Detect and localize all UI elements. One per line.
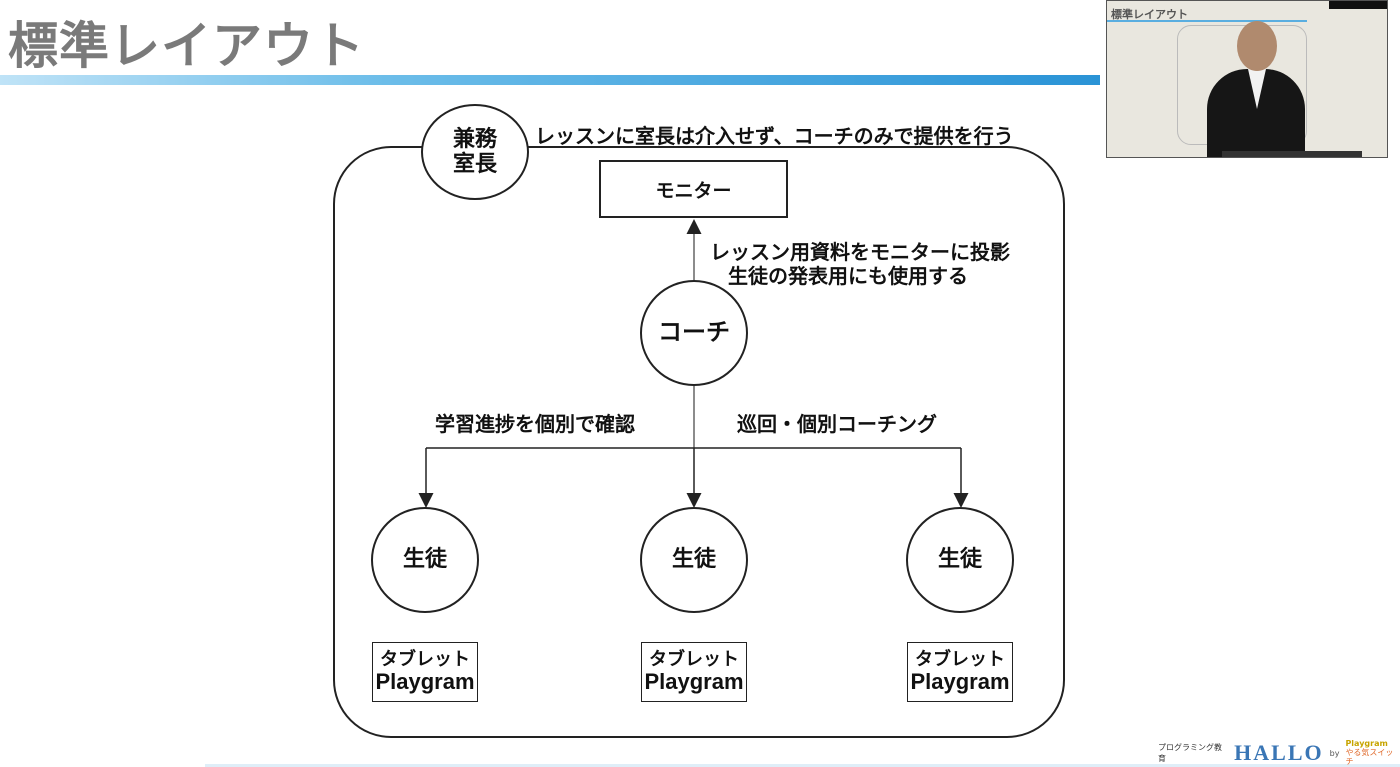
student-circle: 生徒 bbox=[906, 507, 1014, 613]
manager-label-line2: 室長 bbox=[452, 152, 497, 177]
monitor-note-line1: レッスン用資料をモニターに投影 bbox=[710, 240, 1010, 264]
tablet-label: タブレット bbox=[380, 649, 470, 670]
monitor-box: モニター bbox=[599, 160, 788, 218]
manager-label-line1: 兼務 bbox=[452, 126, 497, 152]
monitor-note-line2: 生徒の発表用にも使用する bbox=[728, 264, 968, 288]
partner-logo-line1: Playgram bbox=[1345, 739, 1388, 748]
student-label: 生徒 bbox=[402, 547, 447, 573]
student-label: 生徒 bbox=[937, 547, 982, 573]
footer-by: by bbox=[1329, 748, 1340, 758]
hallo-logo: HALLO bbox=[1234, 740, 1324, 766]
footer-caption: プログラミング教育 bbox=[1158, 743, 1222, 764]
inset-slide-title: 標準レイアウト bbox=[1111, 8, 1188, 21]
app-label: Playgram bbox=[375, 668, 475, 694]
coach-label: コーチ bbox=[658, 318, 730, 347]
title-underline bbox=[0, 75, 1100, 85]
tablet-device-box: タブレット Playgram bbox=[372, 642, 478, 702]
student-circle: 生徒 bbox=[371, 507, 479, 613]
app-label: Playgram bbox=[910, 668, 1010, 694]
presenter-video-inset: 標準レイアウト bbox=[1106, 0, 1388, 158]
manager-note: レッスンに室長は介入せず、コーチのみで提供を行う bbox=[535, 124, 1014, 148]
rounds-coaching-note: 巡回・個別コーチング bbox=[737, 412, 937, 436]
tablet-device-box: タブレット Playgram bbox=[907, 642, 1013, 702]
student-circle: 生徒 bbox=[640, 507, 748, 613]
footer-branding: プログラミング教育 HALLO by Playgram やる気スイッチ bbox=[1158, 739, 1400, 766]
tablet-label: タブレット bbox=[915, 649, 1005, 670]
tablet-label: タブレット bbox=[649, 649, 739, 670]
manager-circle: 兼務 室長 bbox=[421, 104, 529, 200]
partner-logo-line2: やる気スイッチ bbox=[1345, 747, 1394, 766]
student-label: 生徒 bbox=[671, 547, 716, 573]
footer-rule bbox=[205, 764, 1400, 767]
monitor-label: モニター bbox=[655, 179, 732, 202]
coach-circle: コーチ bbox=[640, 280, 748, 386]
podium bbox=[1222, 151, 1362, 157]
progress-check-note: 学習進捗を個別で確認 bbox=[435, 412, 635, 436]
classroom-frame bbox=[333, 146, 1065, 738]
slide-title: 標準レイアウト bbox=[8, 17, 365, 75]
partner-logo: Playgram やる気スイッチ bbox=[1345, 739, 1400, 766]
tablet-device-box: タブレット Playgram bbox=[641, 642, 747, 702]
presenter-head bbox=[1237, 21, 1277, 71]
app-label: Playgram bbox=[644, 668, 744, 694]
